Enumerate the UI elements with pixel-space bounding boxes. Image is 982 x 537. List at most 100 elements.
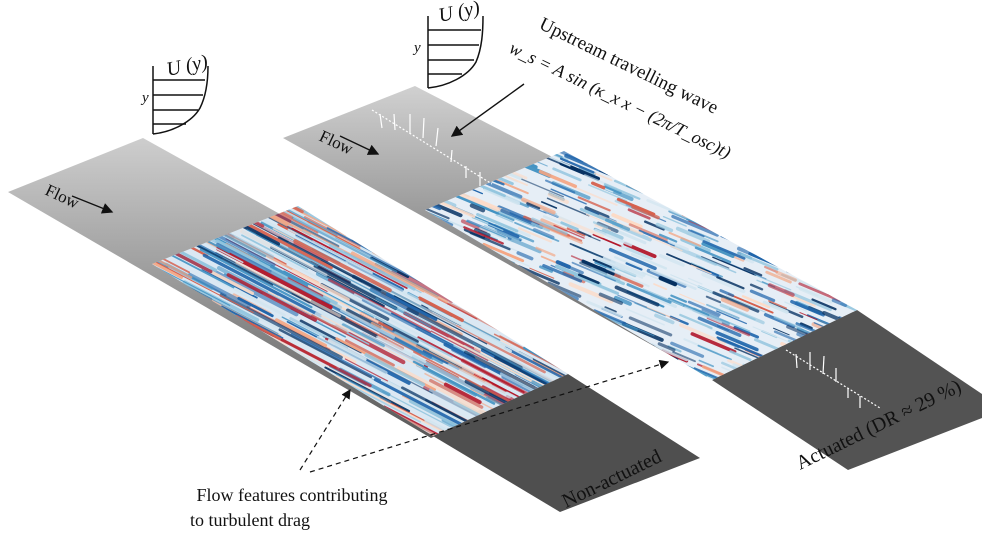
turbulence-streak: [807, 186, 835, 199]
turbulence-streak: [152, 243, 169, 268]
turbulence-streak: [552, 320, 569, 330]
turbulence-streak: [727, 293, 774, 314]
turbulence-streak: [328, 243, 416, 291]
turbulence-streak: [549, 301, 578, 316]
turbulence-streak: [620, 244, 654, 261]
turbulence-streak: [670, 341, 705, 358]
turbulence-streak: [424, 418, 467, 436]
turbulence-streak: [460, 358, 540, 402]
turbulence-streak: [584, 206, 610, 219]
turbulence-streak: [257, 410, 303, 435]
right-flow-arrow: [339, 135, 380, 155]
turbulence-streak: [241, 234, 309, 271]
turbulence-streak: [277, 236, 382, 292]
turbulence-streak: [402, 267, 417, 273]
turbulence-streak: [443, 382, 482, 405]
turbulence-streak: [152, 356, 197, 385]
turbulence-streak: [238, 414, 300, 436]
turbulence-streak: [399, 250, 436, 271]
turbulence-streak: [340, 308, 395, 339]
turbulence-streak: [603, 183, 641, 200]
turbulence-streak: [596, 348, 635, 366]
turbulence-streak: [694, 246, 732, 264]
turbulence-streak: [563, 351, 607, 373]
turbulence-streak: [368, 334, 488, 398]
turbulence-streak: [636, 177, 662, 190]
turbulence-streak: [152, 385, 175, 413]
turbulence-streak: [638, 229, 676, 247]
turbulence-streak: [529, 267, 555, 279]
turbulence-streak: [698, 359, 715, 368]
turbulence-streak: [668, 231, 702, 247]
turbulence-streak: [193, 321, 247, 350]
turbulence-streak: [859, 286, 884, 297]
turbulence-streak: [208, 364, 328, 428]
turbulence-streak: [212, 232, 276, 267]
turbulence-streak: [556, 151, 570, 152]
turbulence-streak: [645, 168, 693, 190]
turbulence-streak: [577, 273, 600, 285]
turbulence-streak: [501, 244, 520, 253]
turbulence-streak: [152, 363, 173, 384]
turbulence-streak: [303, 408, 370, 436]
turbulence-streak: [687, 229, 705, 238]
turbulence-streak: [575, 341, 634, 372]
turbulence-streak: [666, 253, 711, 273]
turbulence-streak: [860, 278, 874, 284]
turbulence-streak: [226, 400, 298, 436]
turbulence-streak: [152, 378, 246, 430]
turbulence-streak: [532, 315, 573, 334]
turbulence-streak: [747, 193, 782, 210]
turbulence-streak: [287, 228, 373, 275]
turbulence-streak: [492, 309, 537, 334]
turbulence-streak: [803, 124, 847, 142]
turbulence-streak: [176, 423, 255, 436]
turbulence-streak: [226, 386, 274, 413]
turbulence-streak: [805, 122, 846, 139]
turbulence-streak: [710, 164, 751, 182]
turbulence-streak: [643, 220, 665, 231]
turbulence-streak: [574, 351, 604, 365]
turbulence-streak: [280, 257, 357, 299]
turbulence-streak: [571, 185, 618, 206]
turbulence-streak: [152, 356, 242, 407]
turbulence-streak: [187, 349, 243, 380]
turbulence-streak: [823, 178, 856, 194]
turbulence-streak: [365, 273, 465, 326]
turbulence-streak: [656, 154, 690, 170]
left-plate-lower: [433, 374, 700, 512]
turbulence-streak: [349, 435, 398, 436]
turbulence-streak: [205, 349, 283, 391]
turbulence-streak: [259, 217, 348, 266]
turbulence-streak: [559, 161, 600, 181]
turbulence-streak: [556, 333, 590, 349]
turbulence-streak: [799, 176, 819, 186]
turbulence-streak: [364, 353, 426, 387]
turbulence-streak: [759, 220, 789, 235]
turbulence-streak: [333, 206, 373, 213]
turbulence-streak: [231, 374, 275, 399]
turbulence-streak: [491, 177, 529, 195]
turbulence-streak: [770, 201, 799, 215]
turbulence-streak: [152, 405, 201, 436]
turbulence-streak: [592, 151, 629, 162]
turbulence-streak: [152, 395, 220, 436]
turbulence-streak: [502, 313, 516, 321]
turbulence-streak: [516, 296, 568, 325]
turbulence-streak: [860, 159, 899, 175]
turbulence-streak: [601, 124, 637, 139]
turbulence-streak: [476, 213, 519, 233]
turbulence-streak: [625, 154, 653, 168]
turbulence-streak: [830, 151, 857, 169]
turbulence-streak: [808, 197, 826, 207]
turbulence-streak: [716, 185, 751, 202]
turbulence-streak: [672, 168, 689, 178]
turbulence-streak: [432, 242, 474, 263]
turbulence-streak: [564, 326, 600, 343]
turbulence-streak: [757, 182, 792, 198]
turbulence-streak: [483, 224, 520, 242]
turbulence-streak: [664, 162, 700, 179]
turbulence-streak: [687, 277, 703, 285]
turbulence-streak: [216, 206, 338, 237]
turbulence-streak: [631, 205, 660, 220]
